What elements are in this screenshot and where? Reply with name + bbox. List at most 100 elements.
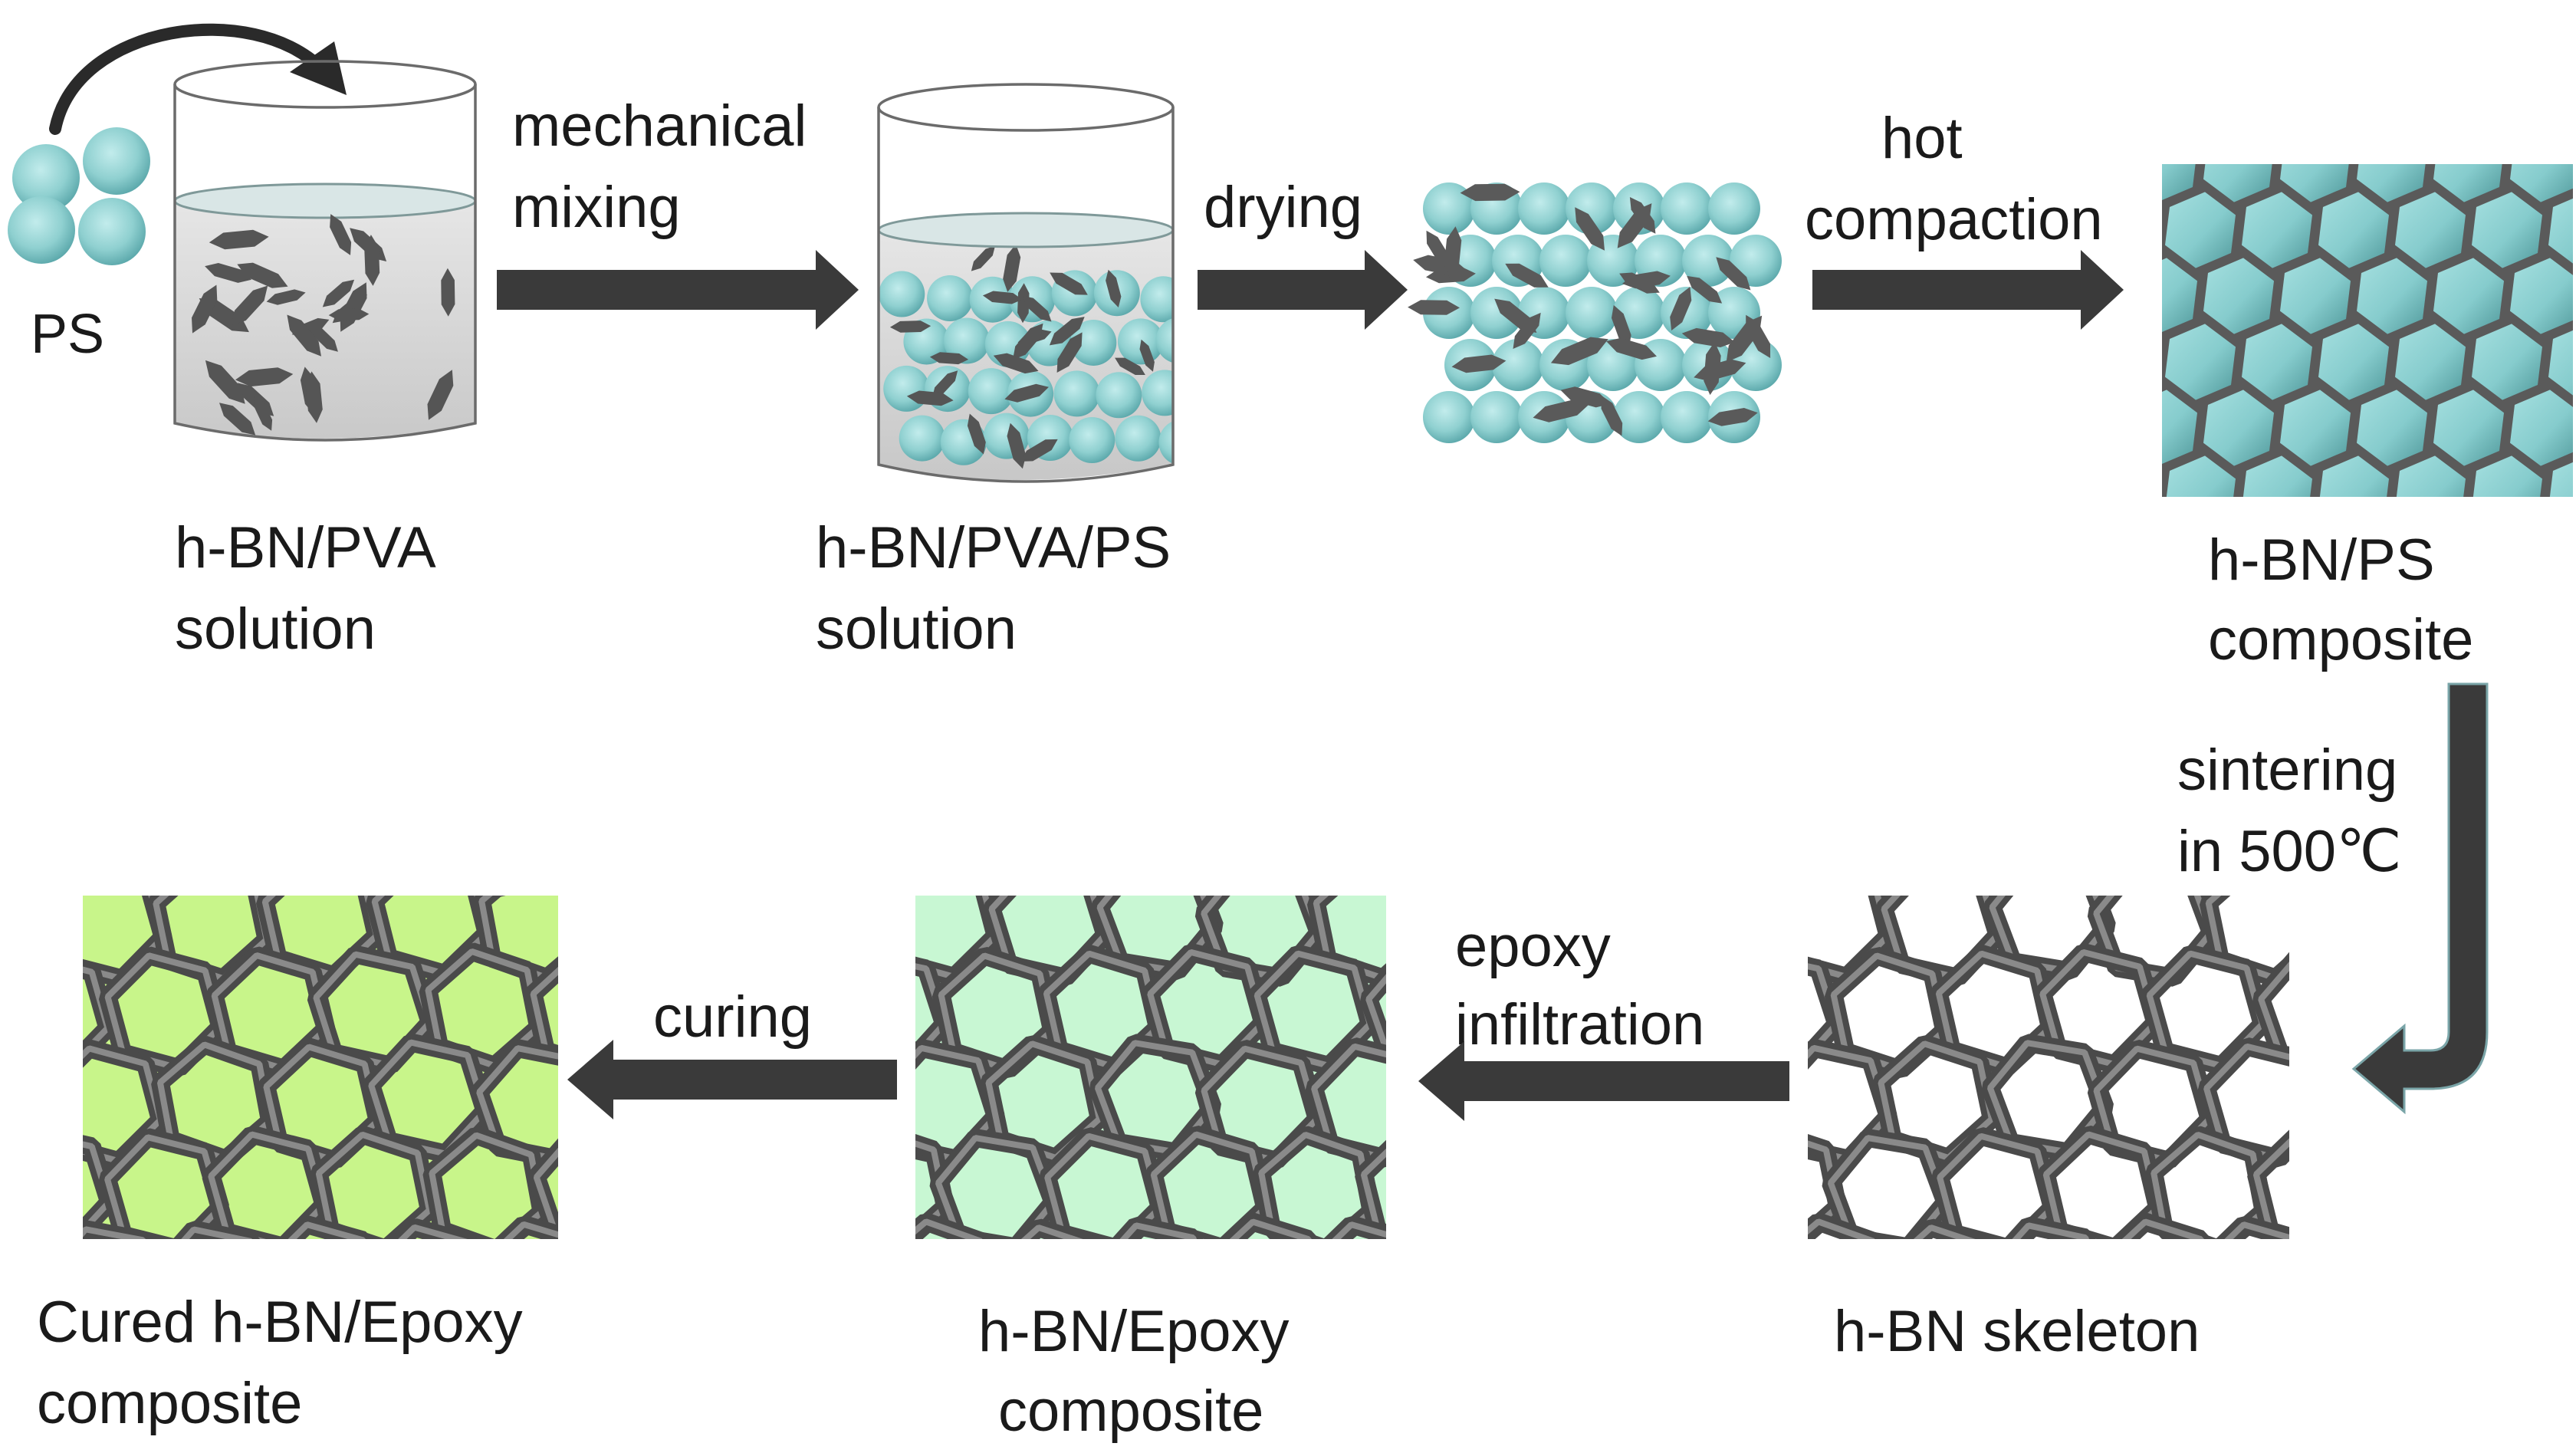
skeleton-wall — [935, 771, 1046, 884]
skeleton-wall — [2044, 774, 2154, 888]
stage-label: Cured h-BN/Epoxy — [37, 1290, 523, 1355]
ps-spheres — [8, 127, 150, 265]
hbn-platelet — [1707, 408, 1758, 426]
hbn-platelet — [1056, 332, 1083, 373]
step-label: compaction — [1805, 187, 2103, 252]
hbn-platelet — [1444, 226, 1462, 279]
step-label: drying — [1204, 175, 1362, 240]
ps-cell — [2549, 462, 2573, 497]
skeleton-wall — [315, 776, 430, 885]
hbn-platelet — [235, 367, 294, 387]
ps-sphere — [12, 144, 80, 212]
hbn-platelet — [889, 321, 932, 333]
ps-cell — [2472, 455, 2542, 497]
step-label: curing — [653, 985, 812, 1050]
hbn-skeleton-image — [1671, 771, 2480, 1340]
ps-cell — [2242, 192, 2312, 268]
skeleton-wall-highlight — [83, 1141, 113, 1235]
ps-cell — [2203, 390, 2274, 466]
skeleton-wall — [1152, 774, 1262, 888]
pour-arrow — [49, 23, 347, 135]
ps-cell — [2357, 258, 2427, 334]
hbn-platelet — [932, 370, 958, 398]
step-label: infiltration — [1455, 992, 1704, 1057]
beaker-mixture — [879, 244, 1173, 469]
process-arrow — [497, 250, 859, 330]
skeleton-wall-highlight — [1119, 1222, 1197, 1239]
skeleton-wall — [2315, 1228, 2429, 1340]
hbn-platelet — [1533, 399, 1589, 422]
ps-sphere — [8, 196, 75, 264]
skeleton-wall-highlight — [1262, 774, 1376, 886]
step-label: mechanical — [512, 94, 807, 159]
hbn-platelet — [971, 245, 995, 271]
stage-label: h-BN/PVA — [175, 515, 436, 580]
skeleton-wall-highlight — [315, 1132, 432, 1239]
skeleton-wall-highlight — [1360, 1148, 1386, 1237]
skeleton-wall-highlight — [104, 1134, 224, 1239]
ps-cell — [2433, 390, 2504, 466]
ps-cell — [2510, 521, 2576, 597]
hbn-platelet — [982, 291, 1023, 304]
ps-cell — [2396, 455, 2466, 497]
skeleton-wall-highlight — [915, 963, 948, 1060]
skeleton-wall — [212, 775, 326, 887]
hbn-platelet — [330, 214, 352, 255]
skeleton-wall-highlight — [1043, 771, 1155, 886]
skeleton-wall-highlight — [2366, 1135, 2480, 1245]
step-label: in 500℃ — [2177, 819, 2401, 884]
ps-sphere — [78, 198, 146, 265]
skeleton-wall-highlight — [1936, 771, 2047, 886]
hbn-platelet — [929, 352, 969, 365]
ps-cell — [2162, 390, 2197, 465]
skeleton-wall-highlight — [2224, 1221, 2289, 1239]
ps-cell — [2088, 60, 2159, 136]
skeleton-wall — [778, 861, 892, 972]
skeleton-wall-highlight — [1808, 963, 1840, 1060]
ps-cell — [2472, 60, 2542, 136]
skeleton-wall-highlight — [774, 1228, 889, 1339]
ps-cell — [2127, 521, 2197, 597]
ps-cell — [2050, 521, 2121, 597]
skeleton-wall-highlight — [83, 966, 111, 1058]
ps-sphere — [1155, 317, 1173, 364]
skeleton-wall-highlight — [1808, 1140, 1841, 1238]
ps-sphere — [1117, 318, 1164, 365]
ps-cell — [2510, 164, 2573, 202]
skeleton-wall — [585, 1228, 699, 1339]
dried-mixture — [1408, 182, 1782, 443]
skeleton-wall-highlight — [1671, 861, 1785, 972]
skeleton-wall-highlight — [1828, 771, 1939, 884]
hbn-platelet — [1013, 323, 1043, 360]
skeleton-wall — [1723, 777, 1837, 889]
ps-cells — [2050, 60, 2576, 597]
process-arrow — [567, 1040, 897, 1119]
ps-cell — [2165, 192, 2236, 268]
skeleton-wall-highlight — [1471, 777, 1586, 887]
skeleton-wall-highlight — [2258, 961, 2289, 1060]
ps-cell — [2162, 164, 2196, 201]
ps-sphere — [83, 127, 150, 195]
ps-cell — [2088, 455, 2159, 531]
ps-cell — [2548, 60, 2576, 136]
hbn-platelet — [205, 263, 252, 283]
hbn-platelet — [1622, 271, 1671, 289]
ps-cell — [2319, 455, 2389, 497]
hbn-platelet — [209, 229, 269, 250]
skeleton-wall-highlight — [530, 966, 558, 1058]
hbn-platelet — [967, 413, 986, 455]
skeleton-wall — [488, 896, 506, 898]
skeleton-wall-highlight — [1366, 773, 1479, 886]
hbn-platelet — [266, 289, 306, 305]
skeleton-wall-highlight — [106, 774, 219, 887]
skeleton-wall-highlight — [640, 1136, 755, 1244]
ps-sphere — [1613, 391, 1665, 443]
ps-sphere — [1096, 372, 1142, 419]
hbn-platelet — [906, 390, 954, 406]
skeleton-wall-highlight — [1723, 777, 1837, 889]
ps-cell — [2242, 60, 2312, 136]
stage-label: composite — [998, 1379, 1263, 1444]
hbn-platelet — [322, 279, 355, 307]
ps-cell — [2318, 324, 2389, 400]
hbn-platelet — [1606, 337, 1657, 360]
